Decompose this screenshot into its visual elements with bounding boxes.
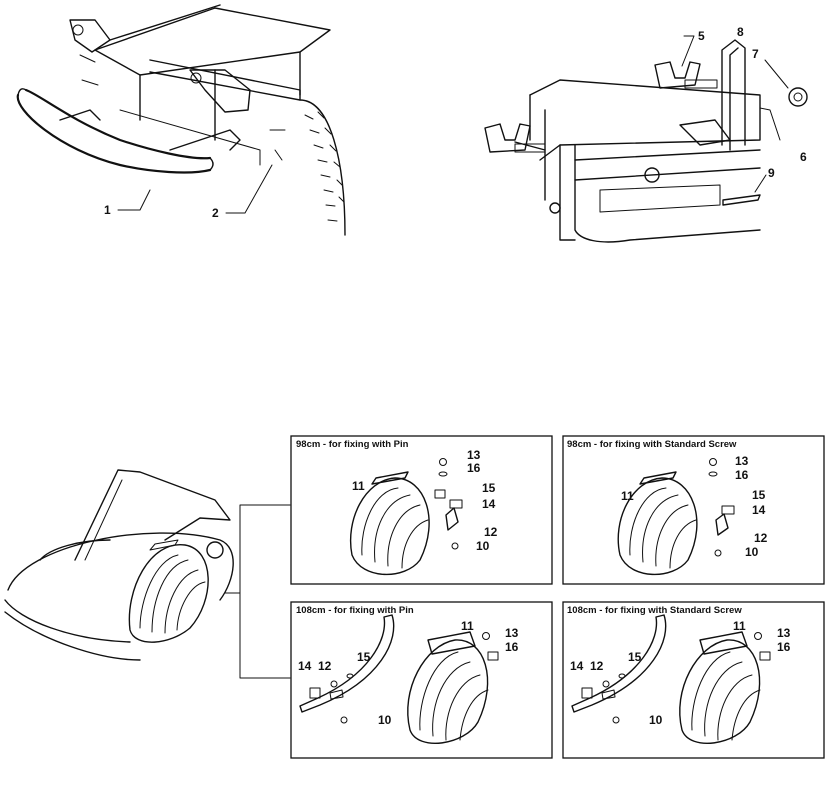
callout-label: 5 — [698, 29, 705, 43]
panel-title: 98cm - for fixing with Pin — [296, 439, 409, 450]
part-label: 14 — [570, 659, 584, 673]
part-label: 12 — [484, 525, 498, 539]
callout-label: 6 — [800, 150, 807, 164]
part-label: 11 — [621, 489, 634, 503]
part-label: 11 — [352, 479, 365, 493]
part-label: 16 — [735, 468, 749, 482]
part-label: 11 — [733, 619, 746, 633]
callout-label: 9 — [768, 166, 775, 180]
part-label: 11 — [461, 619, 474, 633]
panel-title: 98cm - for fixing with Standard Screw — [567, 439, 737, 450]
part-label: 16 — [777, 640, 791, 654]
part-label: 15 — [752, 488, 766, 502]
part-label: 16 — [467, 461, 481, 475]
panel-title: 108cm - for fixing with Standard Screw — [567, 605, 742, 616]
part-label: 10 — [378, 713, 392, 727]
part-label: 13 — [467, 448, 481, 462]
part-label: 10 — [476, 539, 490, 553]
part-label: 15 — [482, 481, 496, 495]
panel-108cm-screw: 108cm - for fixing with Standard Screw 1… — [562, 601, 825, 759]
callout-label: 7 — [752, 47, 759, 61]
part-label: 14 — [482, 497, 496, 511]
callout-label: 1 — [104, 203, 111, 217]
panel-98cm-pin: 98cm - for fixing with Pin 13 16 11 15 1… — [290, 435, 553, 585]
part-label: 12 — [318, 659, 332, 673]
part-label: 13 — [735, 454, 749, 468]
part-label: 14 — [298, 659, 312, 673]
bumper-assembly-illustration — [16, 4, 346, 236]
callout-label: 8 — [737, 25, 744, 39]
part-label: 10 — [649, 713, 663, 727]
part-label: 12 — [754, 531, 768, 545]
part-label: 13 — [505, 626, 519, 640]
panel-108cm-pin: 108cm - for fixing with Pin 11 13 16 14 … — [290, 601, 553, 759]
panel-98cm-screw: 98cm - for fixing with Standard Screw 13… — [562, 435, 825, 585]
part-label: 16 — [505, 640, 519, 654]
panel-connector-lines — [224, 504, 291, 679]
part-label: 14 — [752, 503, 766, 517]
part-label: 13 — [777, 626, 791, 640]
part-label: 12 — [590, 659, 604, 673]
bumper-callouts: 1 2 — [104, 164, 273, 220]
mower-deflector-illustration — [4, 469, 234, 661]
part-label: 15 — [357, 650, 371, 664]
callout-label: 2 — [212, 206, 219, 220]
part-label: 15 — [628, 650, 642, 664]
part-label: 10 — [745, 545, 759, 559]
hitch-callouts: 5 8 7 6 9 — [681, 25, 807, 193]
rear-hitch-illustration — [484, 39, 808, 243]
panel-title: 108cm - for fixing with Pin — [296, 605, 414, 616]
